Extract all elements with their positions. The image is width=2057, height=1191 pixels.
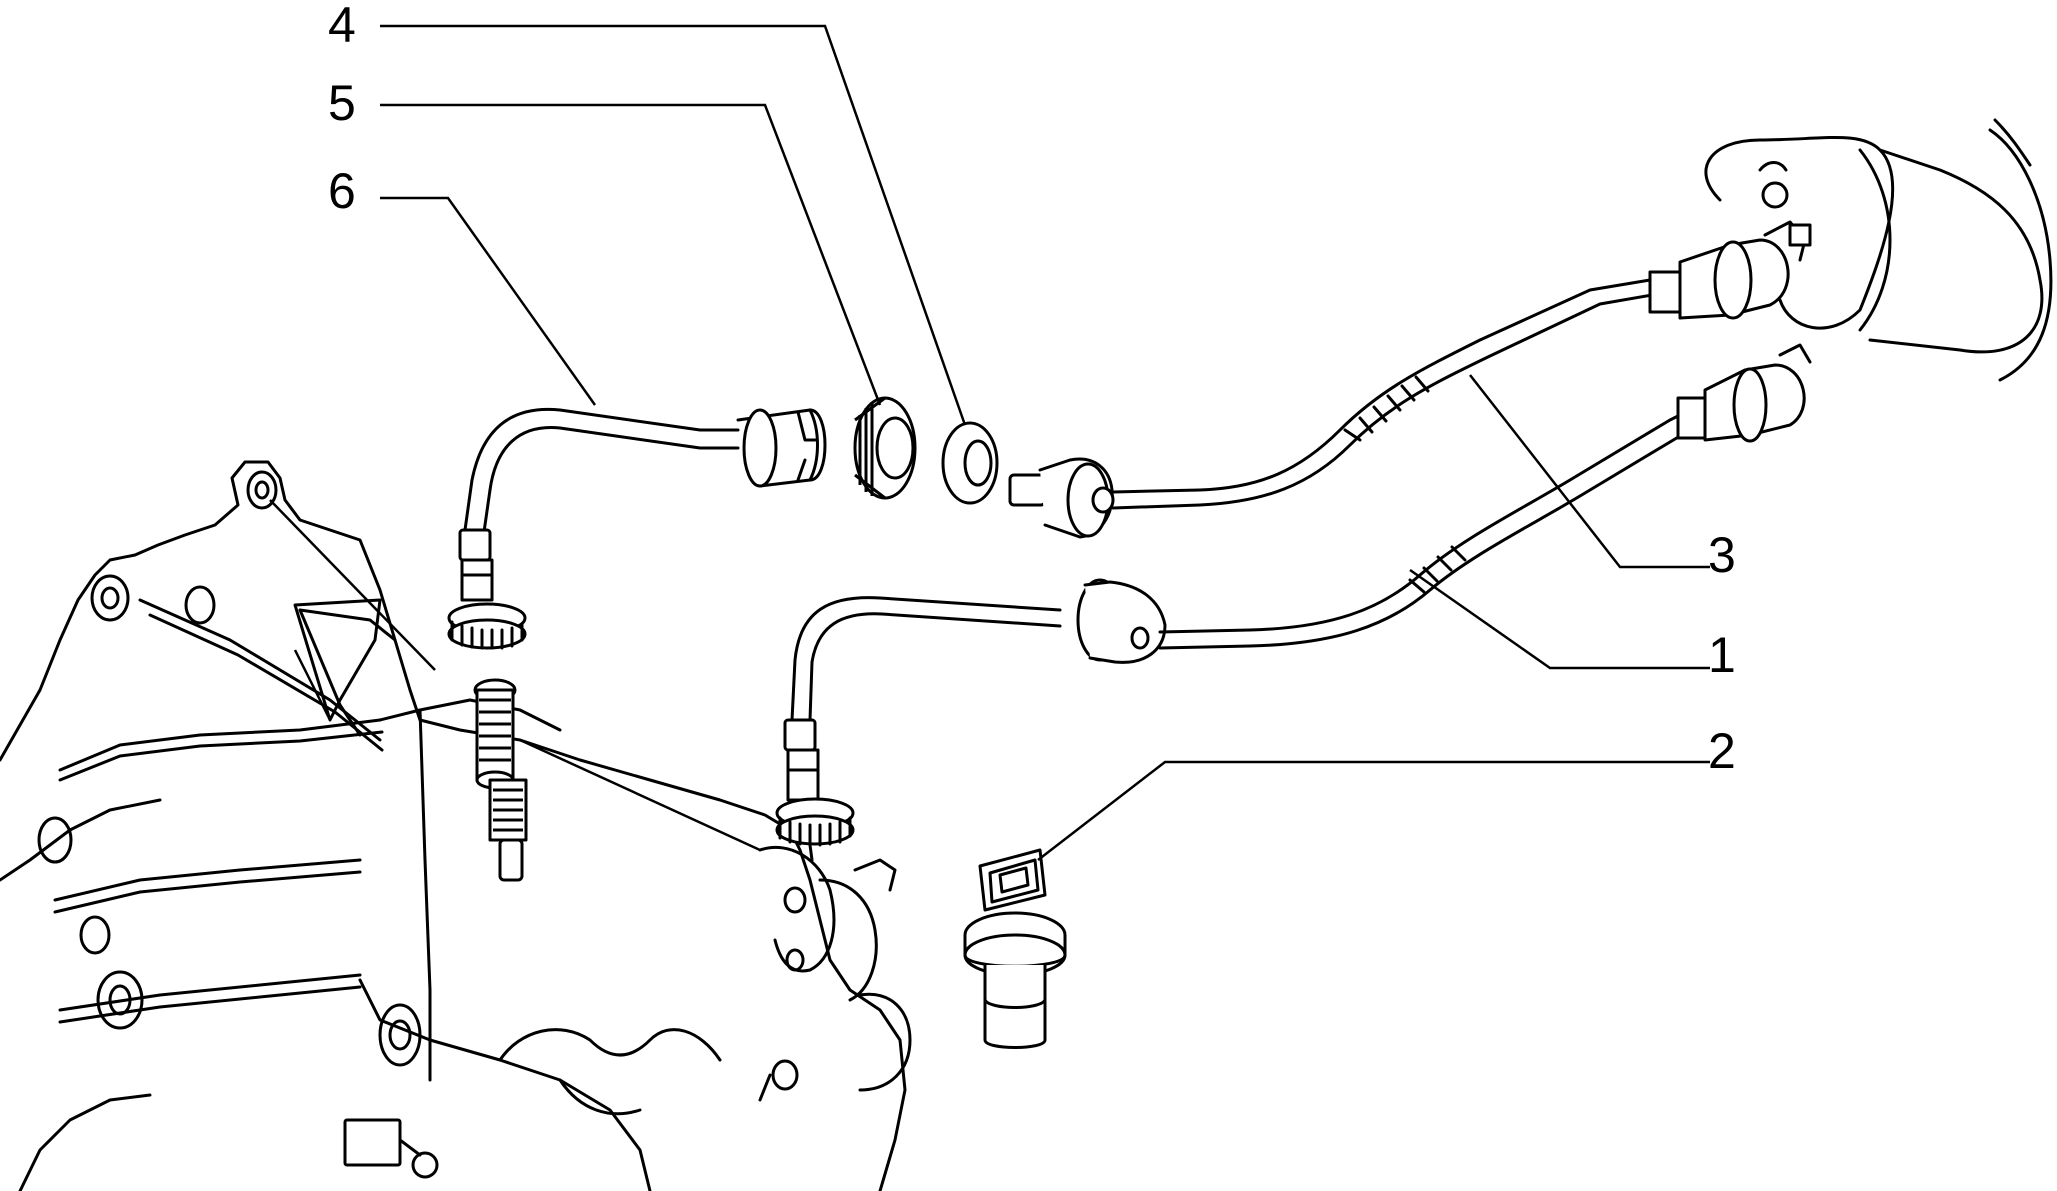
drive-gear-icon xyxy=(473,678,528,882)
speed-sensor-icon xyxy=(963,848,1067,1049)
speedometer-cable-icon xyxy=(447,407,827,650)
leader-line-4 xyxy=(380,24,967,426)
leader-line-2 xyxy=(1037,760,1710,861)
leader-line-1 xyxy=(1409,568,1710,670)
leader-line-3 xyxy=(1469,374,1710,569)
instrument-gauge-icon xyxy=(1704,118,2053,382)
callout-1: 1 xyxy=(1708,627,1736,683)
leader-line-5 xyxy=(380,103,882,406)
callout-4: 4 xyxy=(328,0,356,53)
ring-nut-icon xyxy=(853,396,917,500)
callout-3: 3 xyxy=(1708,527,1736,583)
callout-2: 2 xyxy=(1708,723,1736,779)
gearbox-housing-icon xyxy=(0,460,912,1191)
speedometer-cable-icon xyxy=(1008,220,1807,539)
callout-5: 5 xyxy=(328,75,356,131)
gasket-ring-icon xyxy=(941,421,999,505)
speedometer-cable-icon xyxy=(775,343,1812,862)
leader-lines xyxy=(269,24,1710,861)
callout-6: 6 xyxy=(328,163,356,219)
leader-line-6 xyxy=(380,196,597,406)
callout-labels: 4 5 6 3 1 2 xyxy=(328,0,1736,779)
